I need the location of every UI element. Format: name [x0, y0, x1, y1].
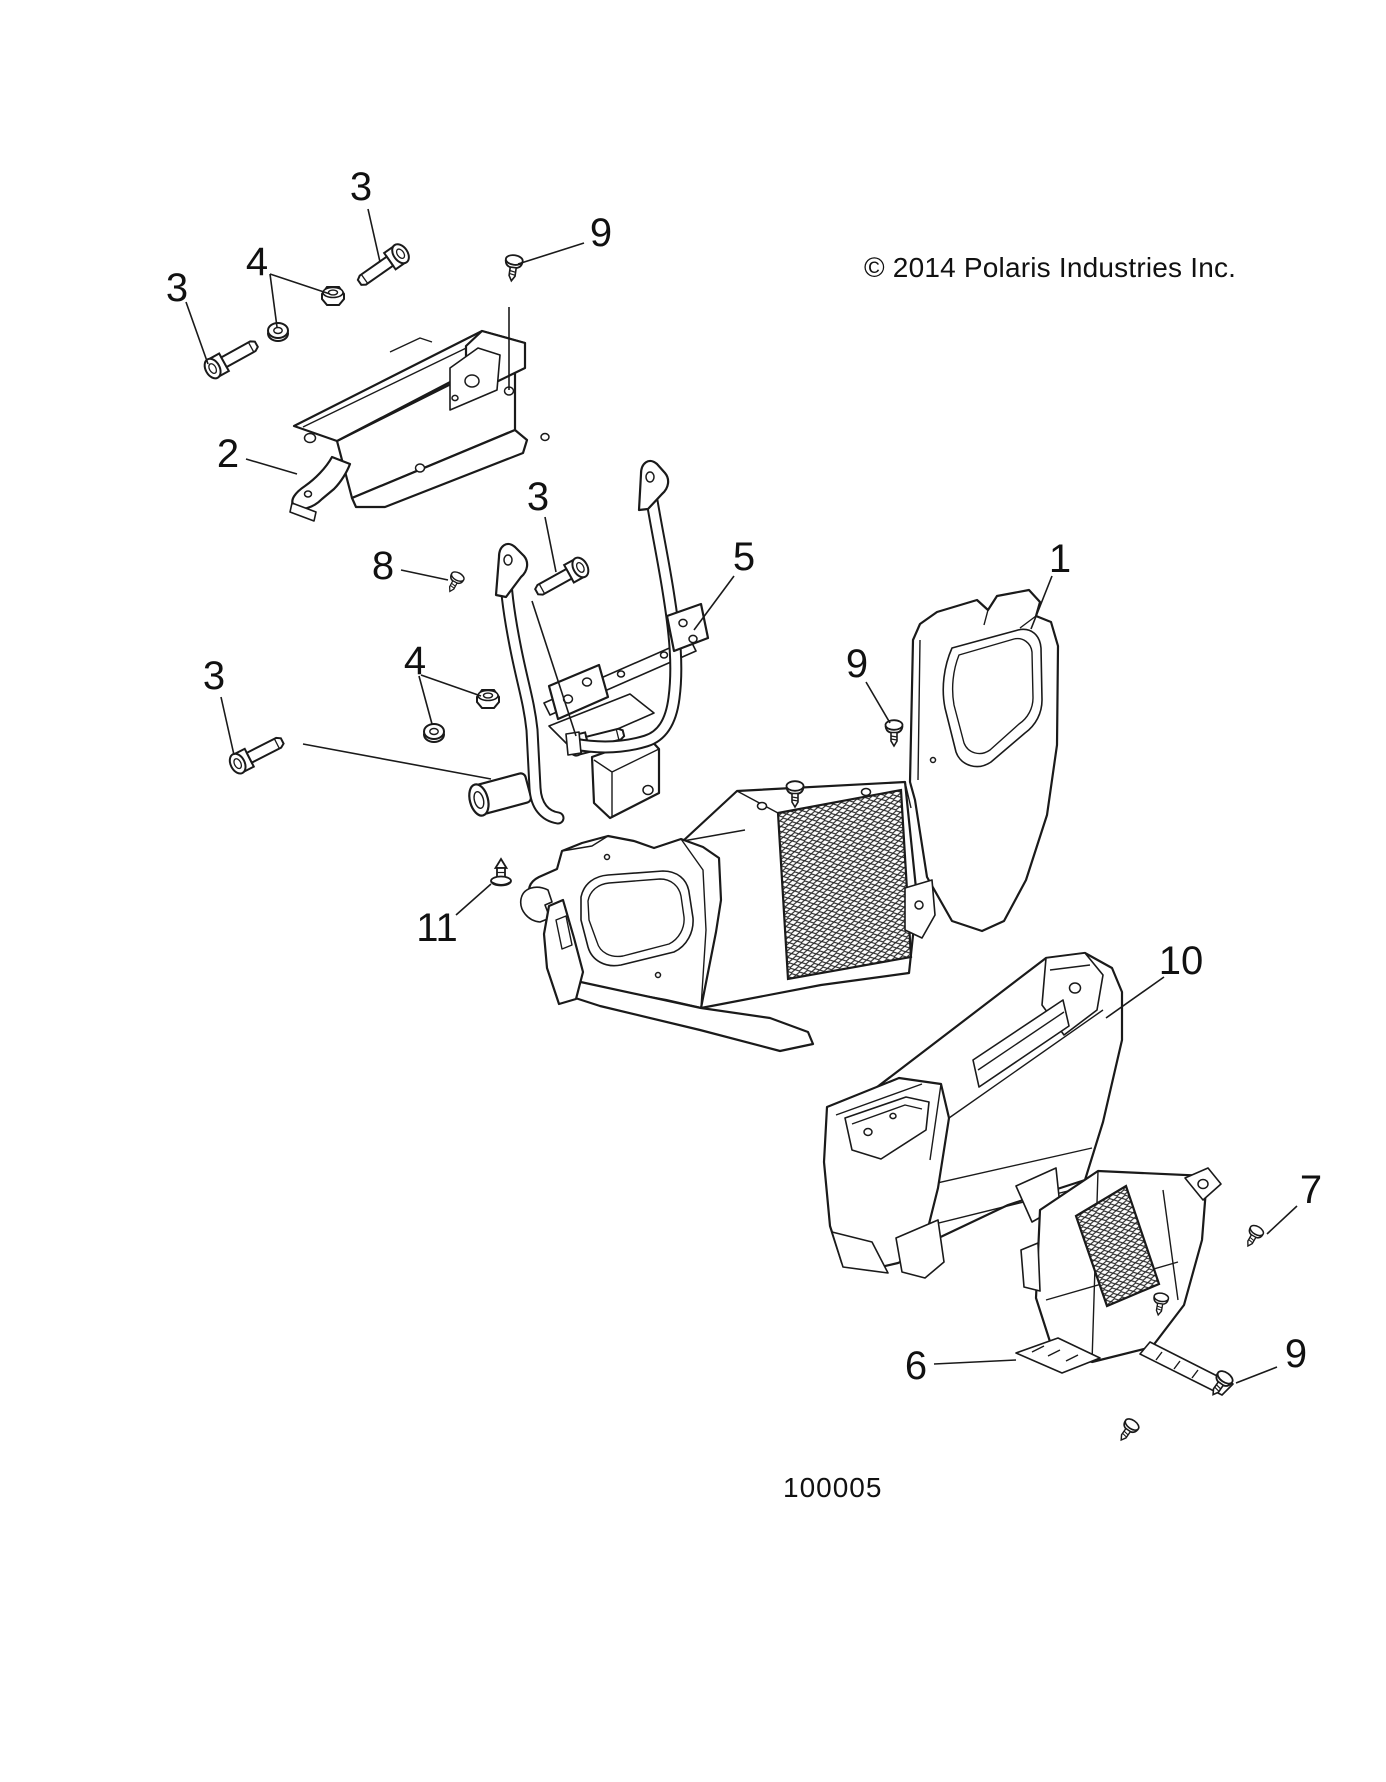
leader-line-8 [400, 569, 449, 581]
leader-line-10 [1105, 976, 1165, 1019]
leader-line-4 [269, 273, 331, 295]
leader-line-11 [455, 883, 492, 916]
callout-6: 6 [905, 1344, 927, 1388]
leader-line-3 [367, 208, 381, 263]
callout-7: 7 [1300, 1168, 1322, 1212]
callout-8: 8 [372, 544, 394, 588]
leader-line-4 [418, 675, 433, 725]
leader-line-9 [1235, 1366, 1278, 1384]
hex-bolt-part3-mid [530, 553, 593, 602]
callout-5: 5 [733, 535, 755, 579]
leader-line-9 [865, 681, 891, 724]
front-bumper-part-10 [822, 951, 1124, 1279]
leader-line-7 [1266, 1205, 1298, 1235]
aux-line-3 [531, 600, 577, 737]
bumper-support-frame-part-5 [468, 459, 710, 825]
callout-4: 4 [404, 639, 426, 683]
hex-bolt-part3-left [200, 334, 263, 383]
leader-line-3 [544, 516, 557, 573]
leader-line-5 [693, 575, 735, 631]
screw-part9-fascia-right [884, 719, 904, 747]
callout-layer: 3 9 4 3 2 8 3 5 4 3 1 9 11 10 7 6 9 [166, 165, 1322, 1388]
flange-nut-part4-mid [476, 689, 500, 709]
callout-2: 2 [217, 432, 239, 476]
leader-line-6 [933, 1359, 1017, 1365]
callout-4: 4 [246, 240, 268, 284]
front-fascia-part-1 [519, 588, 1060, 1053]
leader-line-9 [517, 242, 585, 265]
screw-part9-panel-bottom [1114, 1415, 1142, 1446]
washer-part4-mid [423, 723, 445, 743]
screw-part9-bracket [502, 253, 525, 283]
leader-line-3 [185, 301, 209, 365]
leader-line-4 [269, 273, 278, 328]
aux-line-2 [302, 743, 492, 780]
washer-part4-top [267, 322, 289, 342]
leader-line-1 [1030, 575, 1053, 630]
hex-bolt-part3-bottom [225, 730, 288, 778]
callout-11: 11 [416, 906, 458, 950]
leader-line-4 [420, 674, 482, 697]
callout-1: 1 [1049, 537, 1071, 581]
push-rivet-part11 [490, 858, 512, 887]
leader-line-3 [220, 696, 235, 756]
drawing-number: 100005 [783, 1472, 883, 1503]
leader-line-2 [245, 458, 298, 475]
callout-3: 3 [203, 654, 225, 698]
callout-3: 3 [527, 475, 549, 519]
screw-part7-panel [1240, 1222, 1266, 1251]
screw-part8-frame [443, 569, 467, 596]
lower-panel-part-6 [1015, 1167, 1234, 1396]
hex-bolt-part3-top [352, 240, 414, 293]
callout-9: 9 [846, 642, 868, 686]
flange-nut-part4-top [321, 286, 345, 306]
callout-9: 9 [1285, 1332, 1307, 1376]
copyright-text: © 2014 Polaris Industries Inc. [864, 252, 1237, 283]
callout-3: 3 [350, 165, 372, 209]
callout-3: 3 [166, 266, 188, 310]
callout-9: 9 [590, 211, 612, 255]
mount-bracket-part-2 [289, 329, 550, 522]
callout-10: 10 [1159, 939, 1204, 983]
